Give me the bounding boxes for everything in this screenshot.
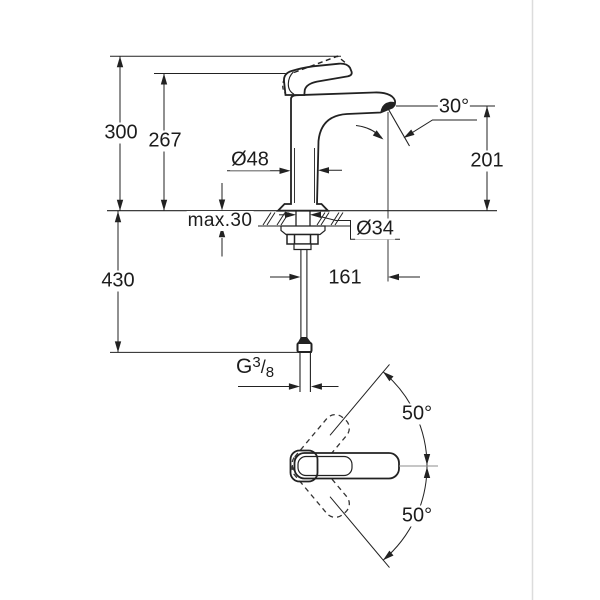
arrow-201-bottom	[483, 199, 491, 211]
thread-slash: /	[260, 357, 266, 377]
dim-swing-upper-label: 50°	[400, 402, 434, 425]
swing-arc-arrowheads	[383, 371, 431, 561]
leader-30deg	[405, 119, 477, 137]
dim-lever-height-label: 267	[147, 129, 183, 152]
arrow-201-top	[483, 106, 491, 118]
thread-denominator: 8	[265, 364, 275, 381]
mounting-shank	[295, 211, 311, 226]
thread-prefix: G	[236, 355, 253, 378]
stream-angle-line	[387, 108, 410, 147]
arrow-arc-upper-center	[423, 454, 431, 465]
supply-pipe-thread-end	[299, 352, 311, 392]
thread-numerator: 3	[252, 354, 261, 371]
faucet-front-view	[275, 55, 396, 212]
dim-supply-length-label: 430	[100, 269, 136, 292]
arrow-161-left	[289, 273, 301, 281]
dim-shank-diameter-label: Ø34	[355, 217, 395, 240]
dim-thread-label: G3/8	[236, 354, 275, 381]
lever-raised-dashed-arc	[282, 78, 286, 94]
handle-swing-plan-view	[289, 364, 438, 568]
dim-outlet-height-label: 201	[469, 149, 505, 172]
arrow-max30-bottom	[218, 226, 226, 238]
arrow-d34-right	[310, 211, 321, 218]
arrow-d48-right	[318, 167, 329, 174]
dim-overall-height-label: 300	[103, 121, 139, 144]
lever-handle	[283, 62, 353, 96]
lever-grip-inner-line	[287, 71, 295, 95]
mounting-collar	[293, 243, 312, 251]
dimension-arrowheads	[114, 56, 491, 390]
arrow-267-top	[160, 73, 168, 85]
arrow-267-bottom	[160, 199, 168, 211]
spout-aerator-tip	[380, 101, 396, 112]
counter-hatching	[262, 212, 344, 226]
arrow-arc-lower-end	[383, 550, 394, 561]
arrow-flow	[372, 130, 384, 140]
lever-plan-inner-detail	[297, 455, 353, 477]
arrow-g38-left	[288, 383, 300, 390]
body-inner-lines	[294, 148, 315, 203]
arrow-300-top	[116, 56, 124, 68]
arrow-arc-upper-end	[383, 371, 394, 382]
faucet-body-outline	[275, 91, 396, 212]
hose-flare	[297, 337, 312, 343]
dim-spout-reach-label: 161	[327, 266, 363, 289]
arrow-max30-top	[218, 199, 226, 211]
mounting-nut	[286, 233, 319, 245]
arrow-30deg-leader	[403, 129, 415, 138]
swing-boundary-lines	[329, 364, 390, 568]
hose-connector-nut	[296, 342, 313, 353]
dim-swing-lower-label: 50°	[400, 504, 434, 527]
arrow-430-bottom	[114, 341, 122, 353]
arrow-g38-right	[310, 383, 322, 390]
lever-plan-cap	[289, 449, 319, 483]
dim-body-diameter-label: Ø48	[230, 148, 270, 171]
dim-stream-angle-label: 30°	[437, 95, 471, 118]
arrow-arc-lower-center	[423, 467, 431, 478]
dim-counter-thickness-label: max.30	[186, 210, 254, 232]
counter-section	[107, 210, 497, 392]
supply-pipe-upper	[300, 249, 308, 339]
dim-line-d48	[227, 169, 342, 172]
arrow-161-right	[388, 273, 399, 281]
arrow-d34-left	[285, 211, 296, 218]
arrow-300-bottom	[116, 199, 124, 211]
mounting-washer	[280, 225, 326, 236]
arrow-d48-left	[279, 167, 291, 174]
arrow-430-top	[114, 211, 122, 223]
